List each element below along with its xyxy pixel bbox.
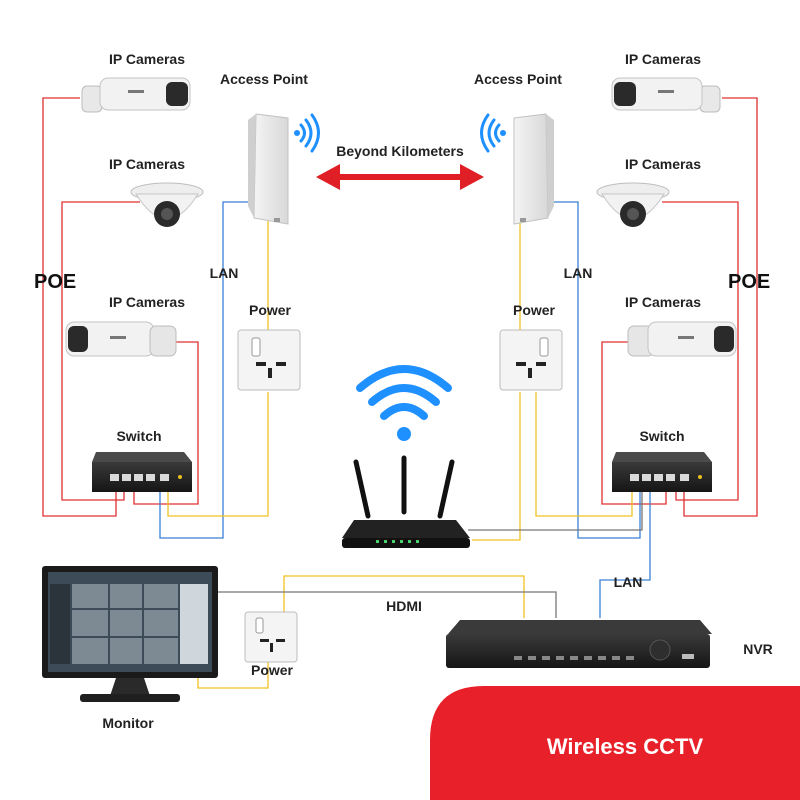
access-point-icon bbox=[248, 113, 289, 225]
power-label: Power bbox=[249, 302, 292, 318]
gray-wires bbox=[218, 492, 643, 618]
power-wires bbox=[167, 220, 633, 689]
bullet-camera-icon bbox=[65, 321, 177, 357]
lan-wires bbox=[159, 201, 651, 618]
dome-camera-icon bbox=[596, 182, 670, 227]
poe-label: POE bbox=[34, 271, 76, 293]
power-label: Power bbox=[251, 662, 294, 678]
left-poe-wires bbox=[42, 97, 199, 517]
wires bbox=[42, 97, 758, 689]
bullet-camera-icon bbox=[81, 77, 191, 113]
ip-cameras-label: IP Cameras bbox=[625, 51, 701, 67]
lan-label: LAN bbox=[210, 265, 239, 281]
banner-title: Wireless CCTV bbox=[547, 734, 704, 759]
power-socket-icon bbox=[244, 611, 298, 663]
network-switch-icon bbox=[612, 452, 712, 492]
lan-label: LAN bbox=[614, 574, 643, 590]
network-switch-icon bbox=[92, 452, 192, 492]
dome-camera-icon bbox=[130, 182, 204, 227]
nvr-label: NVR bbox=[743, 641, 773, 657]
bullet-camera-icon bbox=[611, 77, 721, 113]
right-poe-wires bbox=[601, 97, 758, 517]
switch-label: Switch bbox=[639, 428, 684, 444]
poe-label: POE bbox=[728, 271, 770, 293]
wifi-router-icon bbox=[342, 365, 470, 548]
ip-cameras-label: IP Cameras bbox=[109, 294, 185, 310]
power-socket-icon bbox=[499, 329, 563, 391]
double-arrow-icon bbox=[316, 164, 484, 190]
wifi-signal-icon bbox=[294, 113, 320, 153]
ip-cameras-label: IP Cameras bbox=[109, 156, 185, 172]
access-point-label: Access Point bbox=[220, 71, 308, 87]
bullet-camera-icon bbox=[627, 321, 737, 357]
hdmi-label: HDMI bbox=[386, 598, 422, 614]
ip-cameras-label: IP Cameras bbox=[109, 51, 185, 67]
ip-cameras-label: IP Cameras bbox=[625, 156, 701, 172]
title-banner: Wireless CCTV bbox=[430, 686, 800, 800]
monitor-icon bbox=[42, 566, 218, 702]
access-point-label: Access Point bbox=[474, 71, 562, 87]
beyond-kilometers-label: Beyond Kilometers bbox=[336, 143, 464, 159]
lan-label: LAN bbox=[564, 265, 593, 281]
power-socket-icon bbox=[237, 329, 301, 391]
power-label: Power bbox=[513, 302, 556, 318]
ip-cameras-label: IP Cameras bbox=[625, 294, 701, 310]
nvr-icon bbox=[446, 620, 712, 668]
wifi-signal-icon bbox=[480, 113, 506, 153]
access-point-icon bbox=[513, 113, 554, 225]
labels: IP Cameras IP Cameras IP Cameras IP Came… bbox=[34, 51, 773, 731]
monitor-label: Monitor bbox=[102, 715, 154, 731]
switch-label: Switch bbox=[116, 428, 161, 444]
